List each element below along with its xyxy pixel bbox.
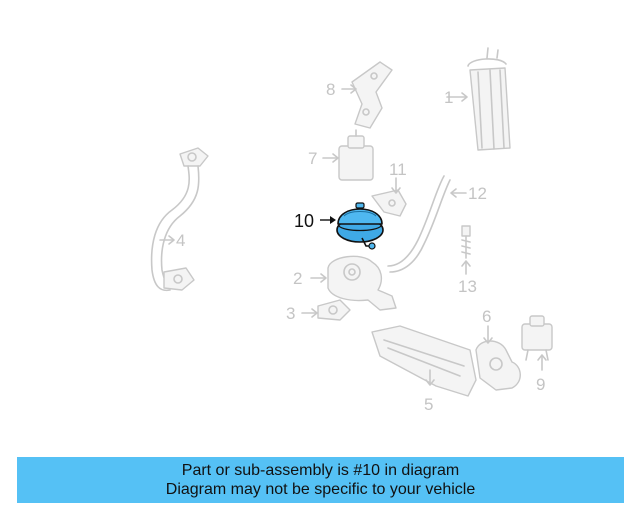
info-banner: Part or sub-assembly is #10 in diagram D…	[17, 457, 624, 503]
callout-4: 4	[176, 231, 185, 250]
callout-10: 10	[294, 211, 314, 231]
callout-7: 7	[308, 149, 317, 168]
part-3-gasket: 3	[286, 299, 351, 323]
callout-6: 6	[482, 307, 491, 326]
part-1-canister: 1	[444, 47, 511, 151]
part-7-solenoid: 7	[308, 129, 374, 181]
part-4-pipe: 4	[150, 147, 209, 292]
part-12-hose: 12	[387, 175, 487, 273]
callout-8: 8	[326, 80, 335, 99]
part-5-exhaust-tube: 5	[371, 325, 477, 414]
parts-diagram: 1 8 7 11 12 13	[150, 47, 553, 414]
callout-3: 3	[286, 304, 295, 323]
callout-11: 11	[389, 160, 407, 179]
callout-13: 13	[458, 277, 477, 296]
part-13-bolt: 13	[458, 225, 477, 296]
callout-2: 2	[293, 269, 302, 288]
banner-line-1: Part or sub-assembly is #10 in diagram	[181, 462, 460, 479]
callout-5: 5	[424, 395, 433, 414]
part-11-bracket: 11	[371, 160, 407, 217]
part-10-vacuum-reservoir: 10	[294, 202, 384, 250]
callout-12: 12	[468, 184, 487, 203]
banner-line-2: Diagram may not be specific to your vehi…	[165, 481, 476, 498]
part-2-egr-valve: 2	[293, 255, 397, 311]
part-6-elbow: 6	[475, 307, 521, 391]
part-8-bracket: 8	[326, 61, 393, 129]
part-9-sensor: 9	[521, 315, 553, 394]
callout-9: 9	[536, 375, 545, 394]
callout-1: 1	[444, 88, 453, 107]
